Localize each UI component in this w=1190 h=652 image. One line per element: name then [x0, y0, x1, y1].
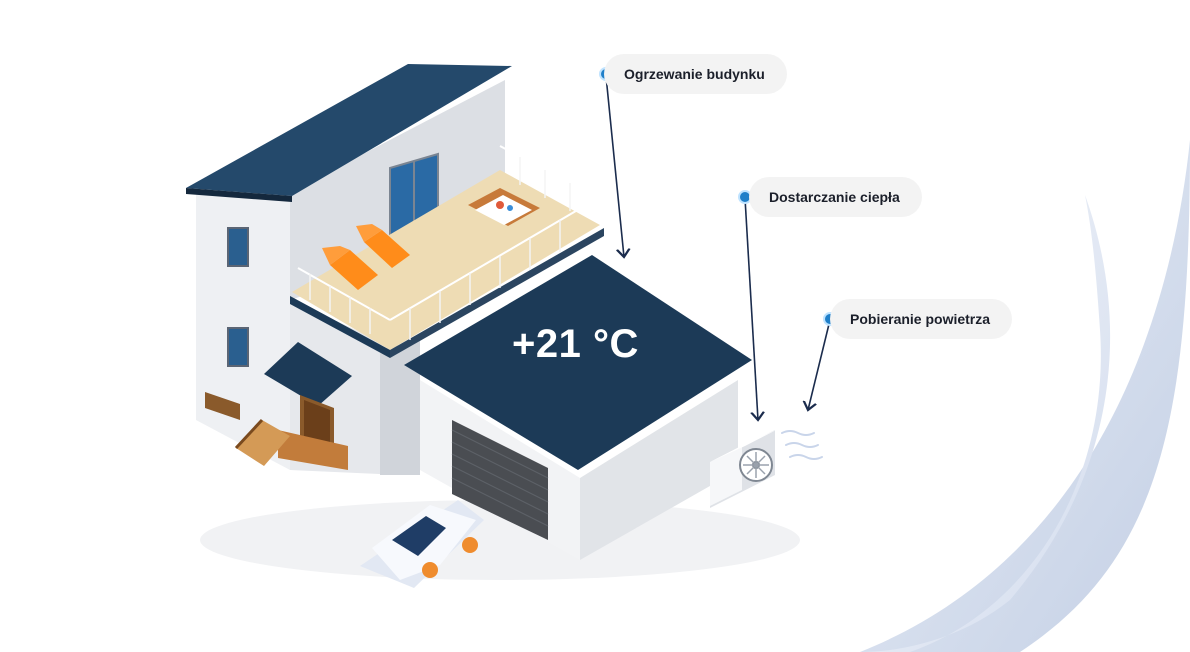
callout-air-intake-label: Pobieranie powietrza [850, 311, 991, 327]
upper-roof [186, 64, 512, 196]
window-upper [227, 227, 249, 267]
garage-roof [404, 255, 752, 470]
sun-loungers [322, 224, 410, 290]
callout-heat-supply: Dostarczanie ciepła [749, 177, 922, 217]
callout-air-intake: Pobieranie powietrza [830, 299, 1013, 339]
callout-arrows [605, 75, 831, 420]
background-waves [860, 140, 1190, 652]
heat-pump-unit [710, 428, 780, 508]
garage-door [452, 420, 548, 540]
callout-heating-label: Ogrzewanie budynku [624, 66, 765, 82]
arrow-air-intake [808, 319, 831, 410]
garage [404, 255, 752, 560]
callout-heating: Ogrzewanie budynku [604, 54, 787, 94]
terrace-table [468, 188, 540, 226]
air-flow-waves [781, 430, 823, 460]
arrow-heating [605, 75, 624, 257]
callout-heat-supply-label: Dostarczanie ciepła [769, 189, 900, 205]
bench [205, 392, 240, 420]
terrace [290, 145, 604, 358]
car [360, 500, 484, 588]
entrance [205, 342, 352, 470]
window-lower [227, 327, 249, 367]
temperature-readout: +21 °C [512, 322, 639, 366]
arrow-heat-supply [744, 197, 758, 420]
